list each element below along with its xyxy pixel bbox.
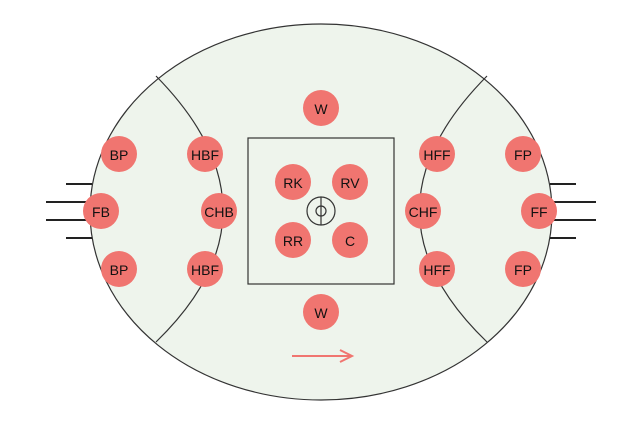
position-label: RR (283, 233, 303, 249)
position-label: FP (514, 147, 532, 163)
position-back-pocket-bottom: BP (101, 251, 137, 287)
position-label: CHF (409, 204, 438, 220)
position-label: FB (92, 204, 110, 220)
position-marker (419, 136, 455, 172)
position-marker (201, 193, 237, 229)
position-ruck-rover: RV (332, 164, 368, 200)
position-label: W (314, 101, 328, 117)
direction-arrow (292, 349, 355, 363)
position-marker (332, 164, 368, 200)
position-wing-top: W (303, 90, 339, 126)
position-marker (187, 251, 223, 287)
position-forward-pocket-bottom: FP (505, 251, 541, 287)
position-label: RV (340, 175, 360, 191)
position-label: HBF (191, 262, 219, 278)
position-marker (275, 164, 311, 200)
position-marker (419, 251, 455, 287)
position-label: BP (110, 147, 129, 163)
position-half-back-flank-top: HBF (187, 136, 223, 172)
position-label: FF (530, 204, 547, 220)
position-marker (521, 193, 557, 229)
position-label: CHB (204, 204, 234, 220)
position-full-forward: FF (521, 193, 557, 229)
position-ruck: RK (275, 164, 311, 200)
position-half-forward-flank-bottom: HFF (419, 251, 455, 287)
position-marker (332, 222, 368, 258)
position-marker (303, 90, 339, 126)
centre-square (247, 137, 395, 285)
position-forward-pocket-top: FP (505, 136, 541, 172)
position-rover: RR (275, 222, 311, 258)
position-marker (83, 193, 119, 229)
position-centre-half-back: CHB (201, 193, 237, 229)
position-centre-half-forward: CHF (405, 193, 441, 229)
position-full-back: FB (83, 193, 119, 229)
position-label: C (345, 233, 355, 249)
position-marker (303, 294, 339, 330)
position-marker (101, 251, 137, 287)
position-label: W (314, 305, 328, 321)
position-centre: C (332, 222, 368, 258)
position-back-pocket-top: BP (101, 136, 137, 172)
position-label: HFF (423, 147, 450, 163)
position-label: HFF (423, 262, 450, 278)
position-wing-bottom: W (303, 294, 339, 330)
position-label: HBF (191, 147, 219, 163)
position-marker (275, 222, 311, 258)
left-goal-posts (46, 183, 92, 239)
position-label: RK (283, 175, 303, 191)
position-label: FP (514, 262, 532, 278)
right-goal-posts (550, 183, 596, 239)
position-marker (187, 136, 223, 172)
position-marker (505, 251, 541, 287)
position-marker (405, 193, 441, 229)
position-marker (505, 136, 541, 172)
position-label: BP (110, 262, 129, 278)
position-half-back-flank-bottom: HBF (187, 251, 223, 287)
positions-layer: W BP HBF HFF FP RK RV FB CHB CHF FF RR C BP HBF HFF FP W (83, 90, 557, 330)
position-half-forward-flank-top: HFF (419, 136, 455, 172)
position-marker (101, 136, 137, 172)
